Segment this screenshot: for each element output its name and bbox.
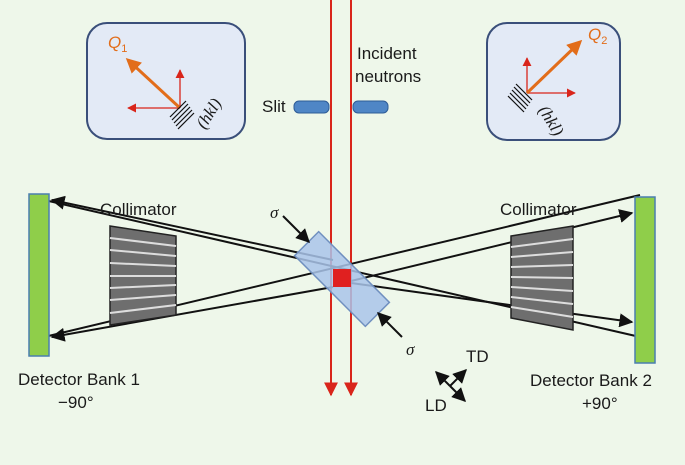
collimator-left-label: Collimator [100, 200, 177, 219]
sample-axes [435, 369, 467, 402]
detector1-angle: −90° [58, 393, 94, 412]
incident-label: Incident [357, 44, 417, 63]
neutrons-label: neutrons [355, 67, 421, 86]
inset-right-q-main: Q [588, 25, 601, 44]
inset-left-q-sub: 1 [121, 43, 127, 55]
sigma-label-bottom: σ [406, 340, 415, 359]
inset-left-planes [169, 100, 195, 130]
slit-blade-right [352, 100, 389, 114]
sigma-arrow-top [282, 215, 310, 243]
detector2-angle: +90° [582, 394, 618, 413]
detector-bank-2 [634, 196, 656, 364]
sigma-arrow-bottom [377, 312, 403, 338]
inset-left-q-main: Q [108, 33, 121, 52]
svg-text:Q1: Q1 [108, 33, 127, 55]
collimator-right-label: Collimator [500, 200, 577, 219]
inset-right-planes [507, 83, 533, 113]
inset-left: Q1 (hkl) [86, 22, 246, 140]
slit-label: Slit [262, 97, 286, 116]
gauge-volume [333, 269, 351, 287]
ld-label: LD [425, 396, 447, 415]
collimator-right [510, 225, 574, 331]
collimator-left [109, 225, 177, 326]
detector1-name: Detector Bank 1 [18, 370, 140, 389]
detector2-name: Detector Bank 2 [530, 371, 652, 390]
inset-right-q-sub: 2 [601, 35, 607, 47]
inset-right-q-vector [525, 39, 583, 95]
slit [293, 100, 389, 114]
sigma-label-top: σ [270, 203, 279, 222]
detector-bank-1 [28, 193, 50, 357]
inset-left-q-vector [125, 57, 182, 110]
td-label: TD [466, 347, 489, 366]
slit-blade-left [293, 100, 330, 114]
svg-text:Q2: Q2 [588, 25, 607, 47]
inset-right: Q2 (hkl) [486, 22, 621, 141]
